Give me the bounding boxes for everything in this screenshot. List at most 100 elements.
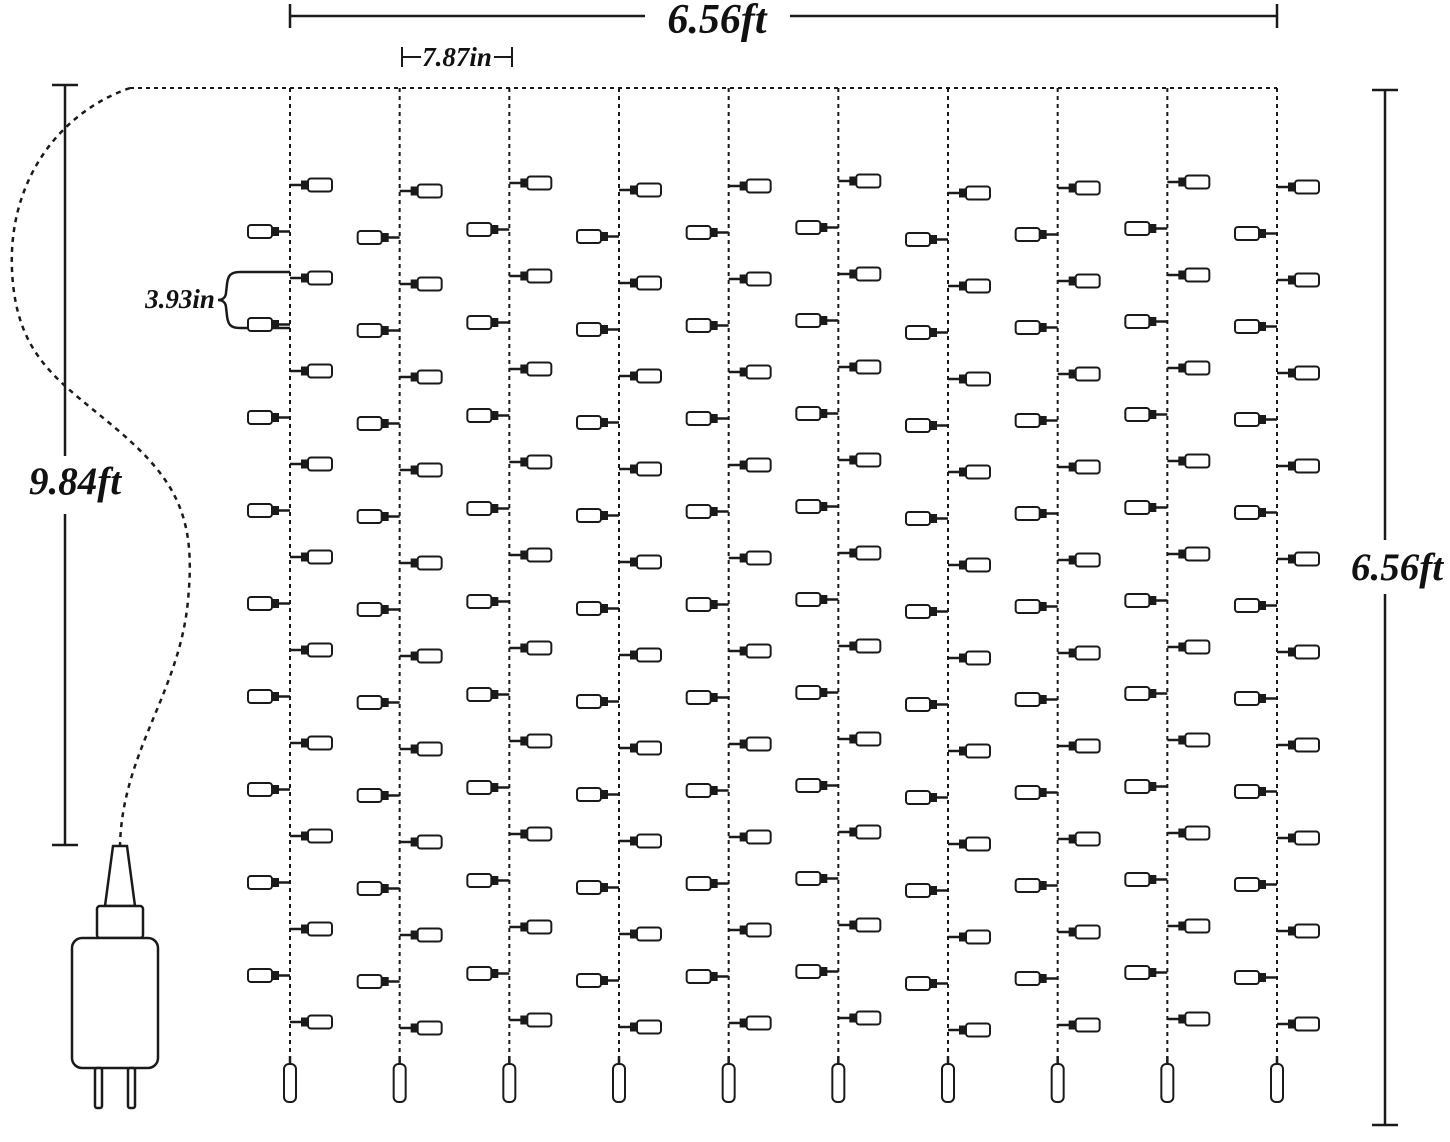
light-bulb-icon	[728, 457, 772, 473]
light-bulb-icon	[399, 1020, 443, 1036]
light-bulb-icon	[728, 829, 772, 845]
drop-spacing-label: 7.87in	[422, 42, 492, 72]
light-bulb-icon	[1167, 732, 1211, 748]
light-bulb-icon	[466, 501, 510, 516]
light-bulb-icon	[1277, 830, 1320, 846]
light-bulb-icon	[509, 1012, 553, 1028]
light-bulb-icon	[356, 788, 400, 803]
light-bulb-icon	[795, 406, 839, 421]
light-bulb-icon	[948, 278, 991, 294]
light-bulb-icon	[1057, 738, 1101, 754]
light-bulb-icon	[948, 557, 991, 573]
light-bulb-icon	[685, 690, 729, 705]
light-bulb-icon	[619, 833, 662, 849]
light-bulb-icon	[1167, 267, 1211, 283]
light-bulb-icon	[619, 182, 662, 198]
light-bulb-icon	[948, 836, 991, 852]
light-bulb-icon	[905, 697, 948, 712]
light-bulb-icon	[728, 643, 772, 659]
bulb-spacing-dimension: 3.93in	[144, 270, 290, 330]
light-bulb-icon	[1057, 1017, 1101, 1033]
light-bulb-icon	[1234, 505, 1277, 520]
light-bulb-icon	[948, 929, 991, 945]
light-bulb-icon	[576, 694, 619, 709]
light-bulb-icon	[1234, 226, 1277, 241]
strand	[905, 88, 991, 1103]
light-bulb-icon	[509, 733, 553, 749]
light-bulb-icon	[290, 549, 333, 565]
light-bulb-icon	[1234, 877, 1277, 892]
light-bulb-icon	[356, 416, 400, 431]
light-bulb-icon	[509, 268, 553, 284]
light-bulb-icon	[838, 452, 882, 468]
light-bulb-icon	[948, 464, 991, 480]
light-bulb-icon	[1057, 924, 1101, 940]
light-bulb-icon	[466, 687, 510, 702]
light-bulb-icon	[356, 323, 400, 338]
light-bulb-icon	[576, 508, 619, 523]
light-bulb-icon	[685, 876, 729, 891]
strand	[466, 88, 553, 1103]
light-bulb-icon	[838, 917, 882, 933]
light-bulb-icon	[247, 782, 290, 797]
light-bulb-icon	[795, 220, 839, 235]
light-bulb-icon	[619, 368, 662, 384]
light-bulb-icon	[1057, 180, 1101, 196]
power-plug-icon	[70, 844, 160, 1110]
lead-length-dimension: 9.84ft	[29, 83, 122, 847]
light-bulb-icon	[1234, 319, 1277, 334]
end-bulb-icon	[283, 1056, 297, 1103]
light-bulb-icon	[466, 408, 510, 423]
end-bulb-icon	[1270, 1056, 1284, 1103]
light-bulb-icon	[1124, 593, 1168, 608]
light-bulb-icon	[247, 689, 290, 704]
light-bulb-icon	[1234, 784, 1277, 799]
light-bulb-icon	[1124, 314, 1168, 329]
light-bulb-icon	[576, 973, 619, 988]
light-bulb-icon	[685, 318, 729, 333]
light-bulb-icon	[1124, 686, 1168, 701]
light-bulb-icon	[1167, 825, 1211, 841]
strand	[795, 88, 882, 1103]
light-bulb-icon	[838, 173, 882, 189]
light-bulb-icon	[1014, 320, 1058, 335]
light-bulb-icon	[399, 927, 443, 943]
light-bulb-icon	[576, 880, 619, 895]
strand	[247, 88, 333, 1103]
light-bulb-icon	[290, 1014, 333, 1030]
light-bulb-icon	[399, 183, 443, 199]
light-bulb-icon	[247, 224, 290, 239]
light-bulb-icon	[905, 883, 948, 898]
light-bulb-icon	[905, 511, 948, 526]
light-bulb-icon	[509, 640, 553, 656]
light-bulb-icon	[1124, 221, 1168, 236]
light-bulb-icon	[1277, 923, 1320, 939]
lead-length-label: 9.84ft	[29, 460, 122, 503]
light-bulb-icon	[838, 359, 882, 375]
light-bulb-icon	[1124, 965, 1168, 980]
drop-height-label: 6.56ft	[1351, 546, 1444, 589]
light-bulb-icon	[838, 1010, 882, 1026]
end-bulb-icon	[502, 1056, 517, 1103]
light-bulb-icon	[685, 969, 729, 984]
light-bulb-icon	[619, 461, 662, 477]
strand	[1234, 88, 1320, 1103]
light-bulb-icon	[948, 371, 991, 387]
light-bulb-icon	[247, 875, 290, 890]
light-bulb-icon	[1277, 179, 1320, 195]
light-bulb-icon	[356, 230, 400, 245]
light-bulb-icon	[576, 415, 619, 430]
light-bulb-icon	[1014, 971, 1058, 986]
light-bulb-icon	[466, 780, 510, 795]
light-bulb-icon	[905, 976, 948, 991]
light-bulb-icon	[290, 828, 333, 844]
light-bulb-icon	[247, 968, 290, 983]
light-bulb-icon	[1124, 779, 1168, 794]
light-bulb-icon	[685, 783, 729, 798]
light-bulb-icon	[1277, 458, 1320, 474]
light-bulb-icon	[1167, 918, 1211, 934]
light-bulb-icon	[1014, 227, 1058, 242]
light-bulb-icon	[247, 317, 290, 332]
light-bulb-icon	[466, 222, 510, 237]
